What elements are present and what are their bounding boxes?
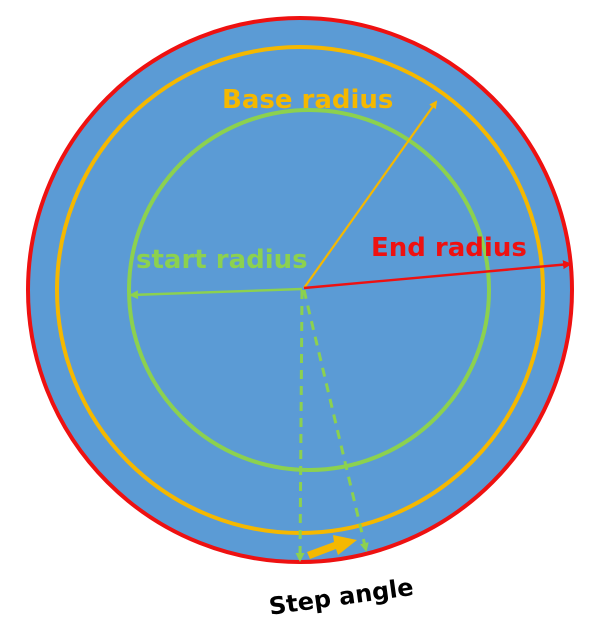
base-radius-arrow bbox=[303, 100, 438, 289]
step-direction-arrow bbox=[307, 535, 357, 559]
end-radius-arrow bbox=[303, 260, 572, 290]
base-radius-label: Base radius bbox=[222, 85, 393, 115]
end-radius-label: End radius bbox=[371, 233, 527, 263]
start-radius-circle bbox=[127, 108, 491, 472]
step-ray-right bbox=[302, 289, 369, 552]
step-angle-label: Step angle bbox=[267, 573, 415, 621]
start-radius-label: start radius bbox=[136, 245, 308, 275]
step-ray-left bbox=[295, 289, 305, 562]
start-radius-arrow bbox=[129, 287, 303, 300]
